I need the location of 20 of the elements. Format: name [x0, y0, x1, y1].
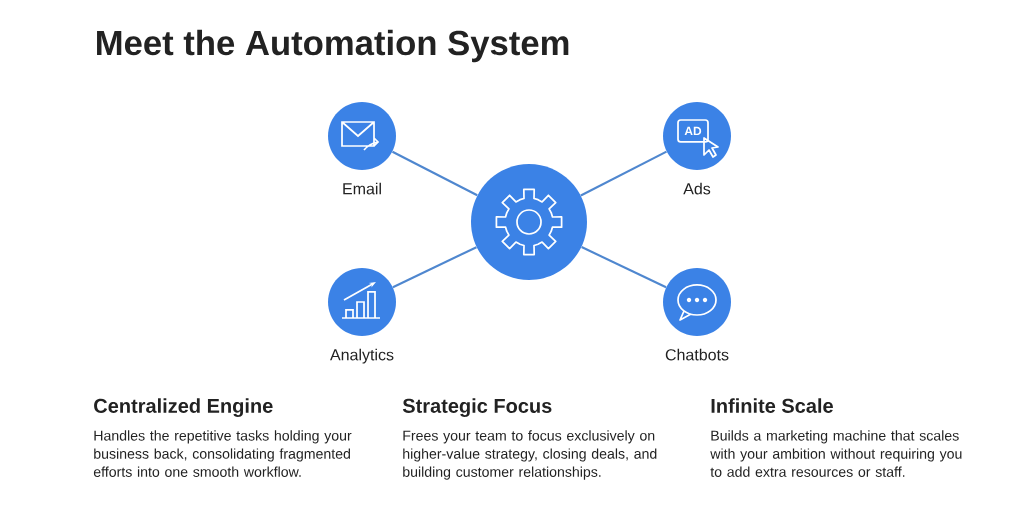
channel-circle [328, 102, 396, 195]
connector-line [392, 150, 478, 197]
channel-circle [663, 102, 731, 195]
column-text: Builds a marketing machine that scales with your ambition without requiring you to add extra resources or staff. [710, 430, 962, 477]
node-label: Chatbots [665, 348, 729, 361]
column-heading: Strategic Focus [402, 398, 552, 417]
node-label: Ads [683, 182, 711, 195]
column-heading: Centralized Engine [94, 398, 273, 417]
connector-line [581, 246, 667, 289]
connector-line [392, 246, 477, 289]
hub-circle [471, 164, 587, 280]
node-label: Email [343, 182, 381, 195]
title: Meet the Automation System [97, 29, 569, 63]
channel-circle [328, 268, 396, 364]
node-label: Analytics [330, 348, 394, 364]
column-heading: Infinite Scale [711, 398, 833, 413]
column-text: Handles the repetitive tasks holding your business back, consolidating fragmented efforts into one smooth workflow. [93, 430, 352, 477]
connector-line [580, 150, 667, 197]
channel-circle [663, 268, 731, 361]
column-text: Frees your team to focus exclusively on higher-value strategy, closing deals, and building customer relationships. [403, 430, 657, 480]
